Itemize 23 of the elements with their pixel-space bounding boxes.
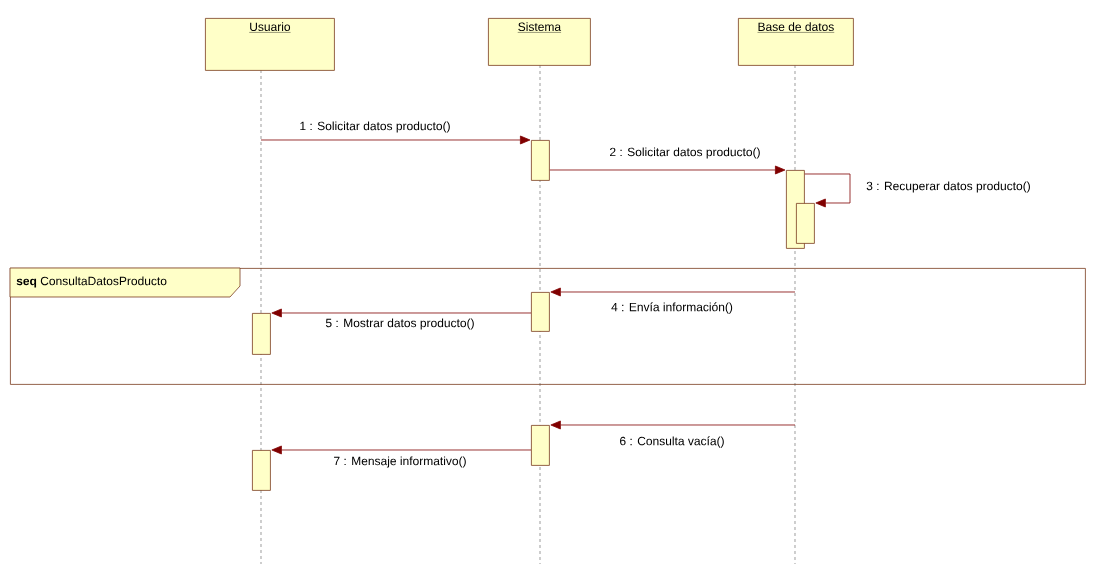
message-label: 6 : Consulta vacía() (620, 436, 724, 448)
activation-bar (531, 140, 550, 181)
activation-bar (252, 450, 271, 491)
activation-bar (531, 425, 550, 466)
message-arrow (549, 165, 786, 175)
message-arrow (260, 135, 531, 145)
message-arrow (550, 420, 796, 430)
message-arrow (550, 287, 796, 297)
activation-bar (796, 203, 815, 244)
activation-bar (531, 292, 550, 332)
message-label: 5 : Mostrar datos producto() (325, 318, 474, 330)
activation-bar (252, 313, 271, 355)
message-arrow (271, 445, 532, 455)
message-label: 2 : Solicitar datos producto() (610, 147, 760, 159)
lifeline-head-box: Usuario (205, 18, 335, 71)
lifeline-head-box: Sistema (488, 18, 591, 66)
message-label: 7 : Mensaje informativo() (334, 456, 466, 468)
message-arrow (271, 308, 532, 318)
message-arrow (804, 173, 851, 208)
message-label: 3 : Recuperar datos producto() (866, 181, 1030, 193)
lifeline-head-box: Base de datos (738, 18, 854, 66)
message-label: 1 : Solicitar datos producto() (300, 121, 450, 133)
message-label: 4 : Envía información() (611, 302, 733, 314)
